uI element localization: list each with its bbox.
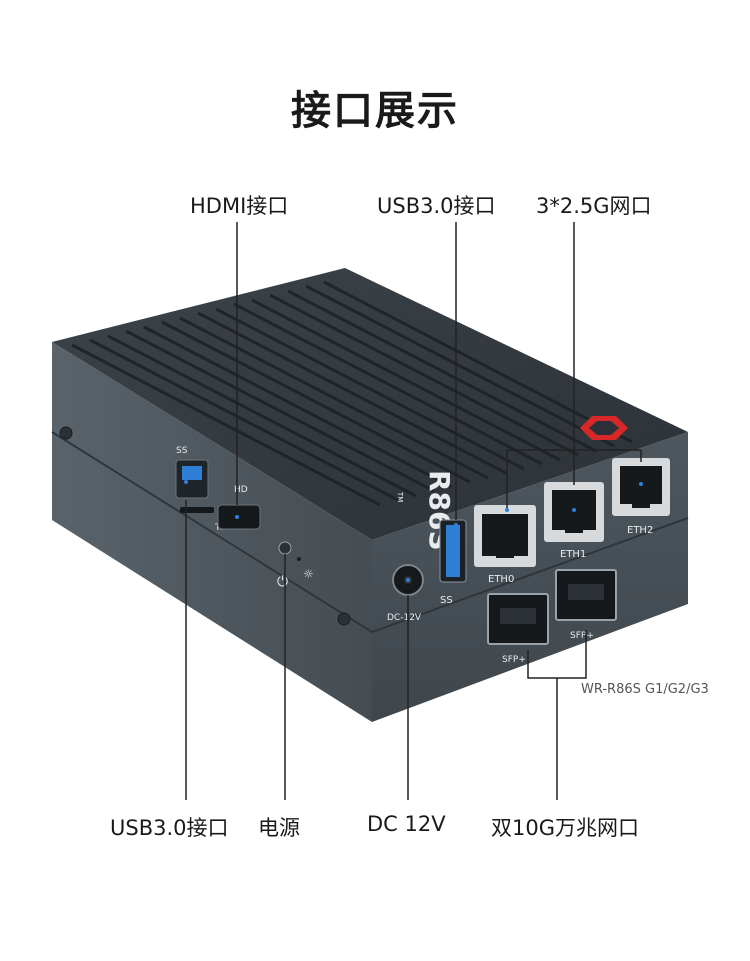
tf-slot: [180, 507, 214, 513]
sfp-port-2: SFP+: [555, 569, 617, 641]
label-dc: DC 12V: [367, 812, 446, 836]
power-button: [278, 541, 292, 555]
svg-text:TM: TM: [396, 491, 404, 502]
svg-text:⏻: ⏻: [277, 574, 288, 590]
model-number: WR-R86S G1/G2/G3: [581, 682, 709, 697]
brand-logo: [580, 416, 628, 440]
svg-text:SFP+: SFP+: [570, 631, 594, 641]
label-eth: 3*2.5G网口: [536, 194, 652, 218]
label-usb-top: USB3.0接口: [377, 194, 496, 218]
sfp-port-1: SFP+: [487, 593, 549, 665]
label-usb-bottom: USB3.0接口: [110, 816, 229, 840]
page-title: 接口展示: [291, 88, 459, 134]
eth-port-2: ETH2: [612, 458, 670, 536]
callout-lines: [185, 222, 642, 800]
label-power: 电源: [258, 816, 300, 840]
label-sfp: 双10G万兆网口: [491, 816, 639, 840]
device-front-face: [372, 432, 688, 722]
svg-text:DC-12V: DC-12V: [387, 613, 422, 623]
eth-port-0: ETH0: [474, 505, 536, 585]
svg-text:SS: SS: [440, 595, 453, 606]
svg-text:☼: ☼: [303, 567, 314, 581]
label-hdmi: HDMI接口: [190, 194, 289, 218]
svg-text:ETH0: ETH0: [488, 574, 514, 585]
svg-text:SFP+: SFP+: [502, 655, 526, 665]
svg-text:SS: SS: [176, 446, 188, 456]
svg-text:HD: HD: [234, 485, 248, 495]
svg-text:ETH1: ETH1: [560, 549, 586, 560]
svg-text:ETH2: ETH2: [627, 525, 653, 536]
heatsink-fins: [71, 280, 633, 507]
